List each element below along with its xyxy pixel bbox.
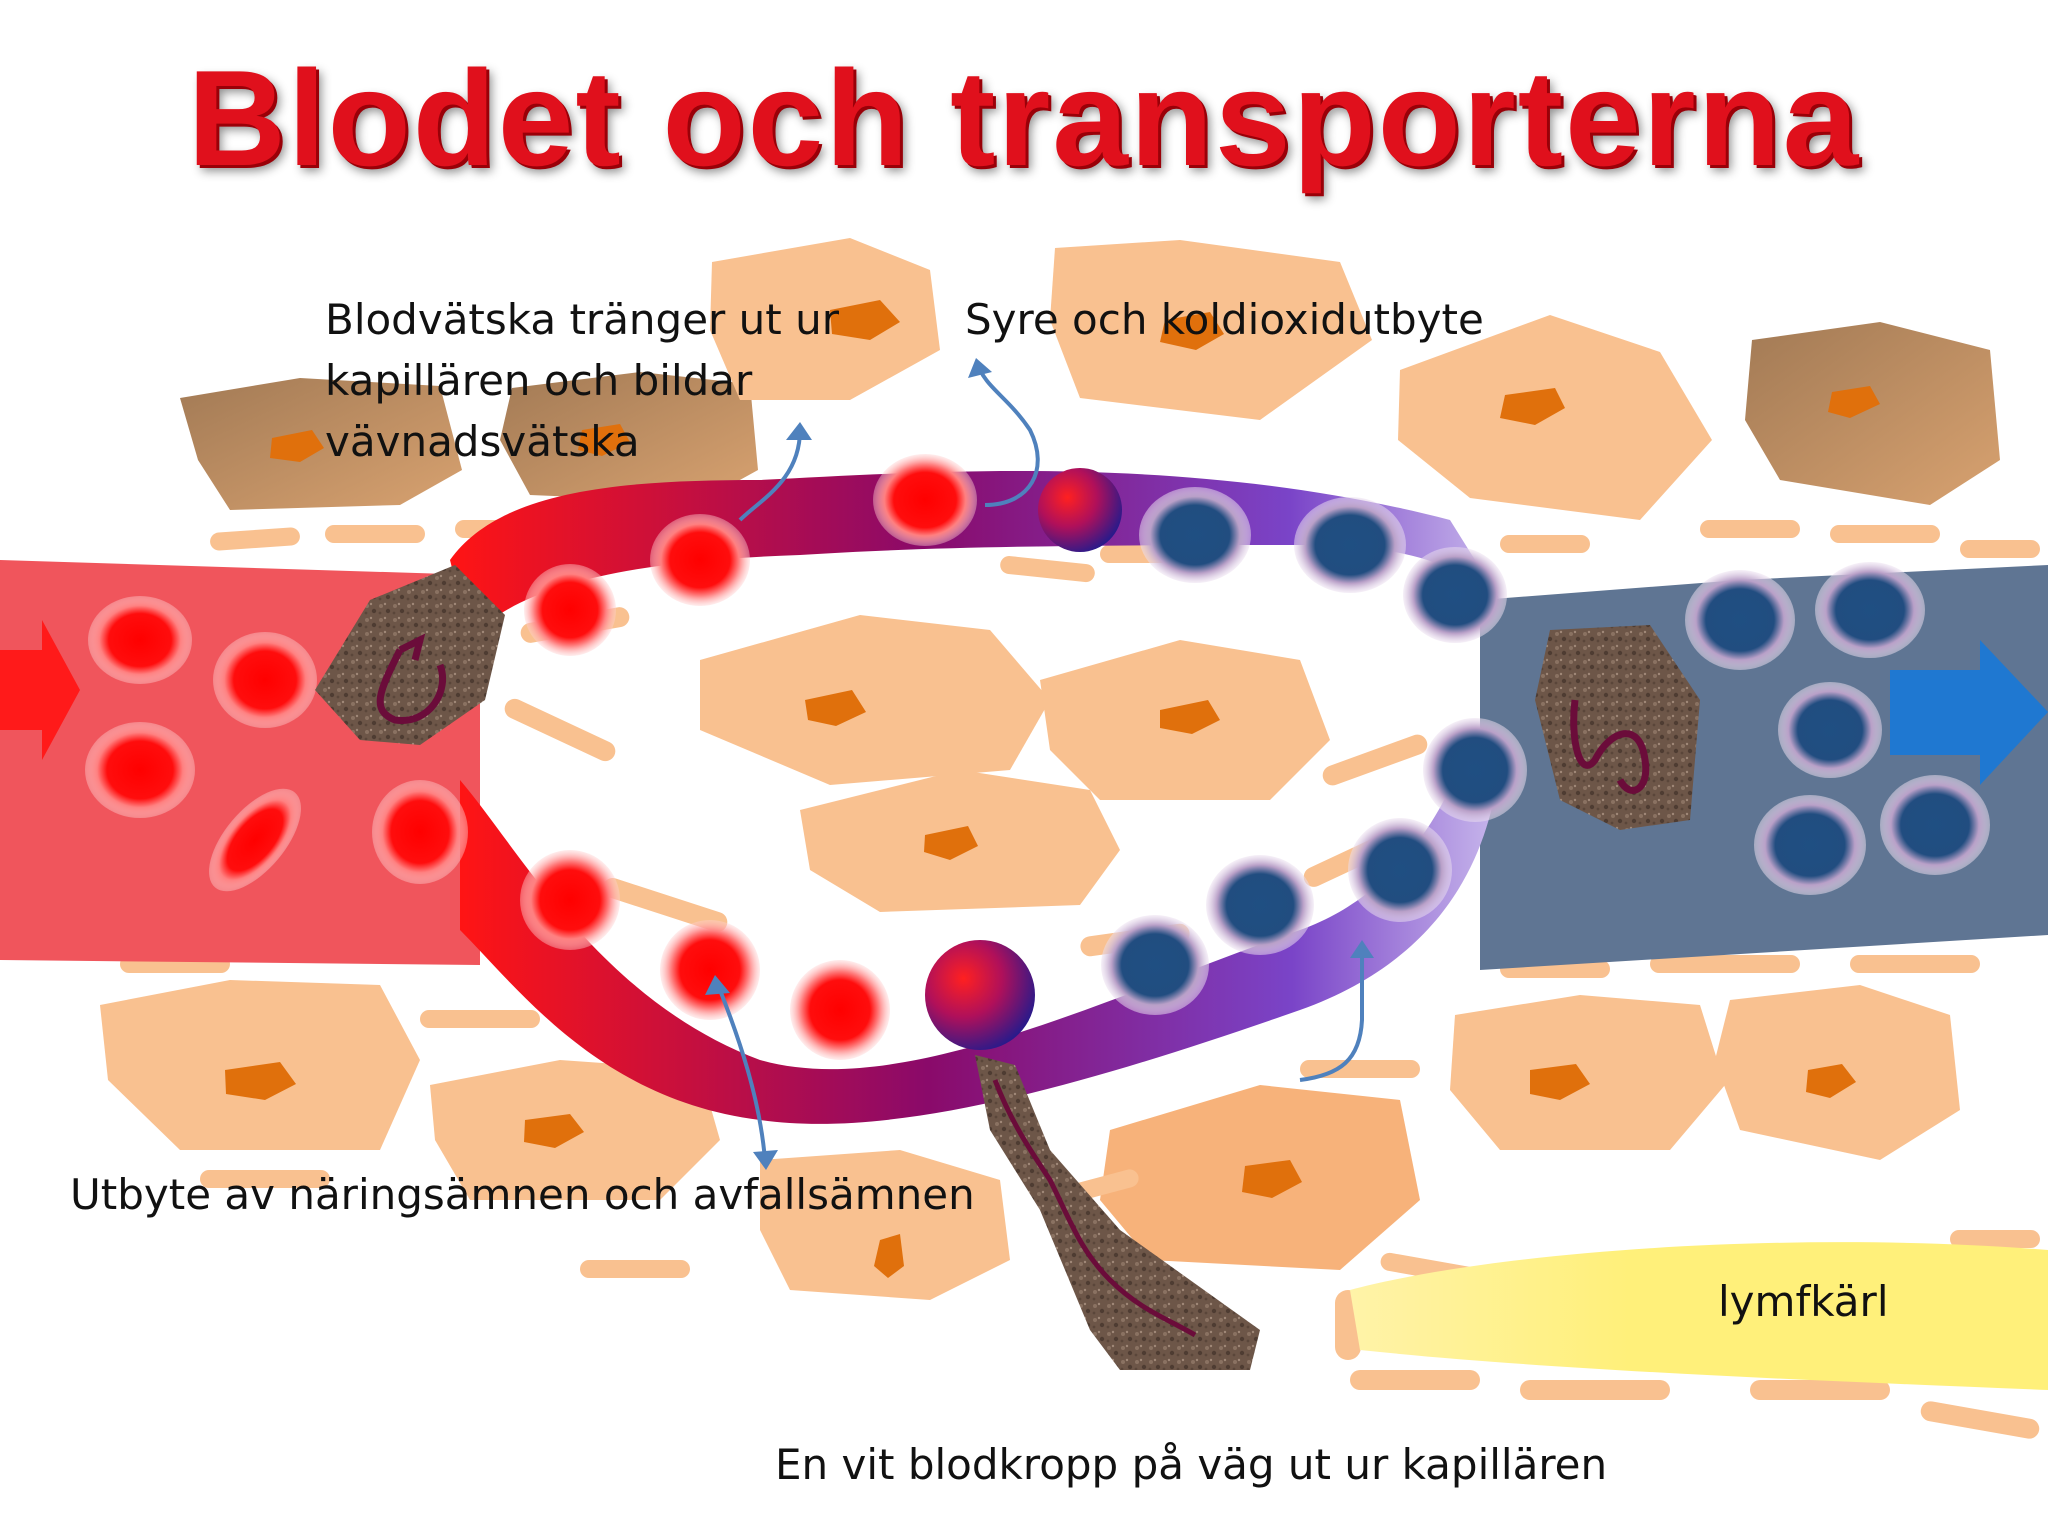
- nutrient-exchange-label: Utbyte av näringsämnen och avfallsämnen: [70, 1170, 975, 1219]
- deoxygenated-blood-cell: [1206, 855, 1314, 955]
- white-blood-cells: [315, 565, 1700, 1370]
- deoxygenated-blood-cell: [1139, 487, 1251, 583]
- deoxygenated-blood-cell: [1101, 915, 1209, 1015]
- red-blood-cells: [85, 454, 977, 1060]
- lymph-vessel: [1350, 1242, 2048, 1390]
- red-blood-cell: [873, 454, 977, 546]
- deoxygenated-blood-cell: [1754, 795, 1866, 895]
- white-blood-cell-migrating: [975, 1055, 1260, 1370]
- plasma-out-arrow: [738, 429, 802, 522]
- tissue-cells: [100, 238, 2040, 1439]
- deoxygenated-blood-cell: [1403, 547, 1507, 643]
- red-blood-cell: [520, 850, 620, 950]
- exchange-arrows: [705, 358, 1374, 1170]
- red-blood-cell: [85, 722, 195, 818]
- deoxygenated-blood-cell: [1423, 718, 1527, 822]
- tissue-cell: [500, 372, 758, 502]
- arrow-head-icon: [968, 358, 992, 378]
- flow-out-arrow: [1890, 640, 2048, 785]
- tissue-cell: [700, 615, 1050, 785]
- tissue-cell: [1450, 995, 1725, 1150]
- red-blood-cell: [88, 596, 192, 684]
- red-blood-cell: [660, 920, 760, 1020]
- white-cell-label: En vit blodkropp på väg ut ur kapillären: [775, 1440, 1608, 1489]
- plasma-label: Blodvätska tränger ut ur kapillären och …: [325, 290, 839, 473]
- lymph-uptake-arrow: [1299, 950, 1364, 1082]
- white-blood-cell: [315, 565, 505, 745]
- red-blood-cell: [790, 960, 890, 1060]
- tissue-cell: [1745, 322, 2000, 505]
- gas-exchange-arrow: [978, 369, 1040, 507]
- deoxygenated-blood-cell: [1294, 497, 1406, 593]
- deoxygenated-blood-cell: [1348, 818, 1452, 922]
- arrow-head-icon: [705, 975, 730, 995]
- plasma-label-line: Blodvätska tränger ut ur: [325, 295, 839, 344]
- red-blood-cell: [213, 632, 317, 728]
- deoxygenated-blood-cell: [1815, 562, 1925, 658]
- tissue-cell: [1398, 315, 1712, 520]
- red-blood-cell: [208, 788, 302, 892]
- tissue-cell: [760, 1150, 1010, 1300]
- deoxygenated-blood-cell: [1880, 775, 1990, 875]
- gas-exchange-label: Syre och koldioxidutbyte: [965, 295, 1484, 344]
- red-blood-cell: [650, 514, 750, 606]
- arrow-head-icon: [1350, 940, 1374, 958]
- transition-blood-cell: [1038, 468, 1122, 552]
- tissue-cell: [710, 238, 940, 400]
- lymph-vessel-label: lymfkärl: [1718, 1277, 1889, 1326]
- arrow-head-icon: [786, 422, 812, 440]
- white-blood-cell: [1535, 625, 1700, 830]
- deoxygenated-blood-cell: [1778, 682, 1882, 778]
- page-title: Blodet och transporterna: [187, 42, 1861, 194]
- flow-in-arrow: [0, 620, 80, 760]
- white-blood-cell-exiting: [925, 940, 1035, 1050]
- red-blood-cell: [524, 564, 616, 656]
- deoxygenated-blood-cells: [1038, 468, 1990, 1015]
- deoxygenated-blood-cell: [1685, 570, 1795, 670]
- arrow-head-icon: [753, 1150, 778, 1170]
- nutrient-exchange-arrow: [716, 984, 767, 1161]
- plasma-label-line: kapillären och bildar: [325, 355, 753, 405]
- plasma-label-line: vävnadsvätska: [325, 416, 640, 466]
- red-blood-cell: [372, 780, 468, 884]
